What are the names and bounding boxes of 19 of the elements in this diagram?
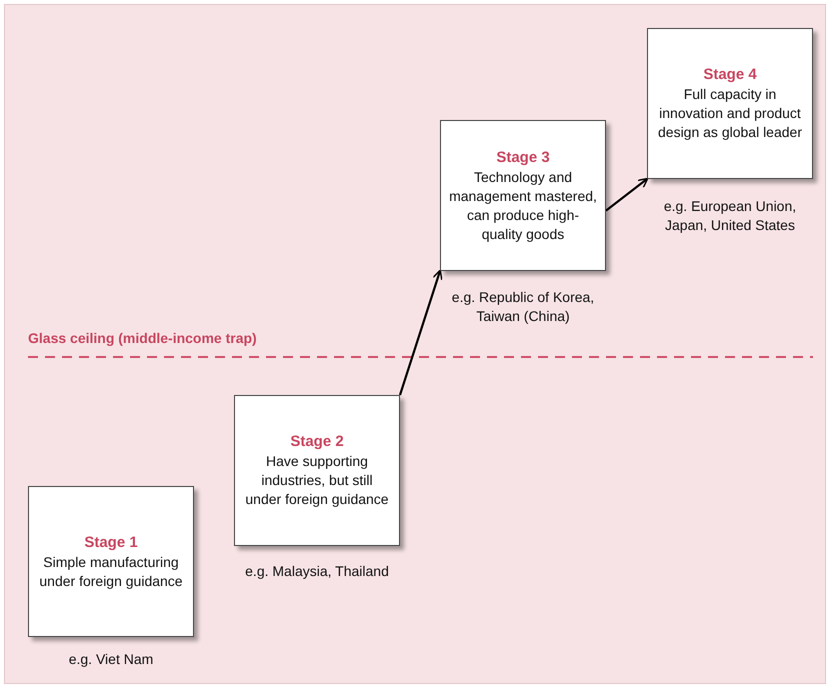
example-caption: e.g. European Union, Japan, United States <box>662 197 798 235</box>
stage-box <box>28 486 194 637</box>
stage-box <box>647 28 813 179</box>
stage-box <box>440 120 606 271</box>
stage-box <box>234 395 400 546</box>
stage-heading: Stage 1 <box>84 532 138 552</box>
threshold-label: Glass ceiling (middle-income trap) <box>28 330 257 346</box>
stage-heading: Stage 4 <box>703 65 757 85</box>
stage-heading: Stage 2 <box>290 432 344 452</box>
stage-description: Full capacity in innovation and product design as global leader <box>657 85 803 142</box>
example-caption: e.g. Viet Nam <box>68 650 154 669</box>
arrow <box>398 269 443 396</box>
stage-description: Technology and management mastered, can produce high-quality goods <box>449 168 597 244</box>
arrow <box>605 178 648 212</box>
example-caption: e.g. Malaysia, Thailand <box>244 562 390 581</box>
stage-heading: Stage 3 <box>496 148 550 168</box>
stage-description: Have supporting industries, but still under foreign guidance <box>244 452 390 509</box>
stage-description: Simple manufacturing under foreign guidance <box>38 552 184 590</box>
example-caption: e.g. Republic of Korea, Taiwan (China) <box>450 288 596 326</box>
